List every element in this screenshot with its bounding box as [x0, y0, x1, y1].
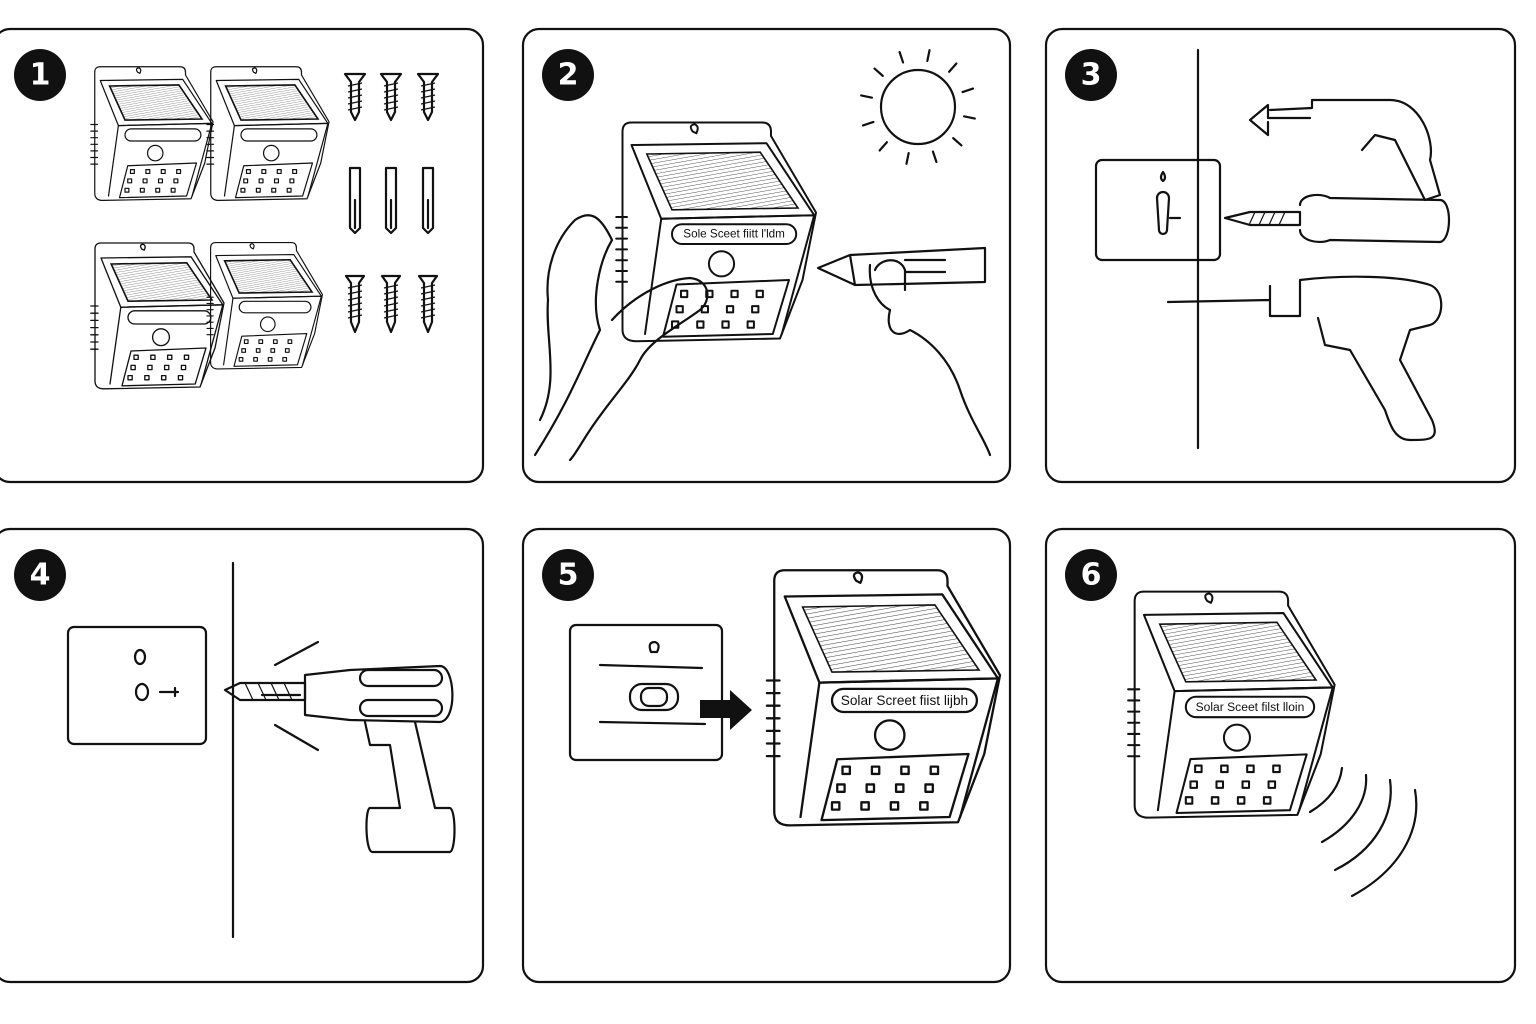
svg-text:4: 4	[30, 558, 51, 593]
solar-light-unit	[206, 66, 330, 202]
drill-illustration	[1268, 98, 1442, 202]
solar-light-unit: Sole Sceet fiitt l'ldm	[615, 121, 817, 343]
step-6-badge: 6	[1065, 549, 1117, 601]
step-4-panel	[0, 527, 485, 984]
step-1-badge: 1	[14, 49, 66, 101]
step-3-badge: 3	[1065, 49, 1117, 101]
step-3-panel	[1044, 27, 1517, 484]
step-2-badge: 2	[542, 49, 594, 101]
product-label: Solar Screet fiist lijbh	[841, 693, 968, 708]
step-5-badge: 5	[542, 549, 594, 601]
mounting-bracket	[66, 625, 208, 746]
mounting-bracket	[1094, 158, 1222, 262]
screws-and-anchors	[343, 72, 440, 334]
pen-illustration	[816, 246, 992, 457]
arrow-right-icon	[700, 690, 752, 730]
product-label: Sole Sceet fiitt l'ldm	[683, 228, 785, 241]
left-hand-illustration	[533, 214, 709, 462]
step-4-badge: 4	[14, 549, 66, 601]
solar-light-unit	[90, 242, 225, 390]
arrow-left-icon	[1248, 103, 1312, 137]
svg-text:5: 5	[558, 558, 579, 593]
solar-light-unit	[90, 66, 214, 202]
solar-light-unit: Solar Sceet filst lloin	[1127, 590, 1336, 819]
motion-sensor-waves-icon	[1308, 766, 1418, 898]
svg-text:2: 2	[558, 58, 579, 93]
drill-illustration-2	[1166, 275, 1443, 442]
svg-text:3: 3	[1081, 58, 1102, 93]
solar-light-unit	[206, 242, 323, 370]
svg-text:6: 6	[1081, 558, 1102, 593]
mounting-bracket	[568, 623, 724, 762]
step-2-panel	[521, 27, 1012, 484]
solar-light-unit: Solar Screet fiist lijbh	[765, 569, 1002, 827]
svg-text:1: 1	[30, 58, 51, 93]
power-drill-illustration	[223, 640, 456, 854]
sun-icon	[860, 49, 976, 165]
screwdriver-illustration	[1223, 193, 1450, 244]
product-label: Solar Sceet filst lloin	[1196, 700, 1305, 714]
